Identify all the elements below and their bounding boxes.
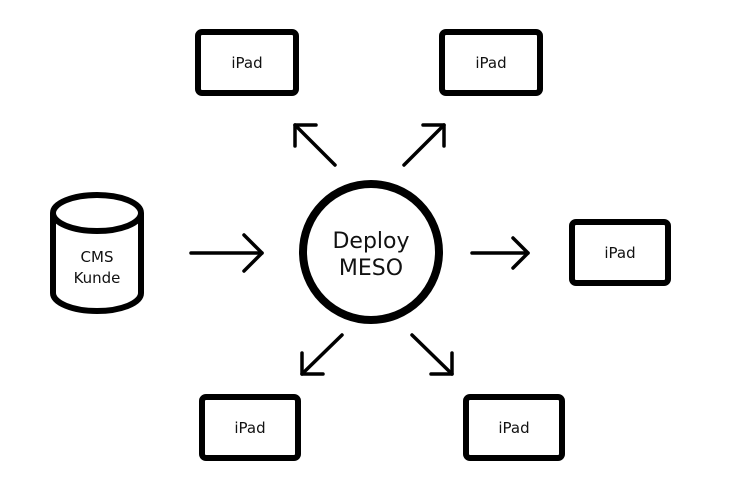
ipad-label: iPad — [498, 419, 529, 437]
ipad-label: iPad — [604, 244, 635, 262]
arrow-cms-to-deploy — [189, 233, 264, 273]
arrow-deploy-to-right — [470, 236, 530, 270]
ipad-device-right: iPad — [569, 219, 671, 286]
ipad-label: iPad — [475, 54, 506, 72]
ipad-device-bottom-left: iPad — [199, 394, 301, 461]
hub-label-line1: Deploy — [332, 229, 409, 254]
ipad-label: iPad — [231, 54, 262, 72]
arrow-deploy-to-top-right — [402, 123, 446, 167]
ipad-device-bottom-right: iPad — [463, 394, 565, 461]
deploy-meso-hub: Deploy MESO — [299, 180, 443, 324]
cms-label-line2: Kunde — [74, 269, 121, 287]
arrow-deploy-to-bottom-right — [410, 333, 454, 376]
database-body — [50, 213, 144, 314]
ipad-device-top-right: iPad — [439, 29, 543, 96]
cms-label-line1: CMS — [81, 248, 114, 266]
ipad-device-top-left: iPad — [195, 29, 299, 96]
database-top — [50, 192, 144, 234]
hub-label-line2: MESO — [339, 256, 403, 281]
arrow-deploy-to-bottom-left — [300, 333, 344, 376]
ipad-label: iPad — [234, 419, 265, 437]
arrow-deploy-to-top-left — [293, 123, 337, 167]
cms-database-node: CMS Kunde — [50, 192, 144, 314]
